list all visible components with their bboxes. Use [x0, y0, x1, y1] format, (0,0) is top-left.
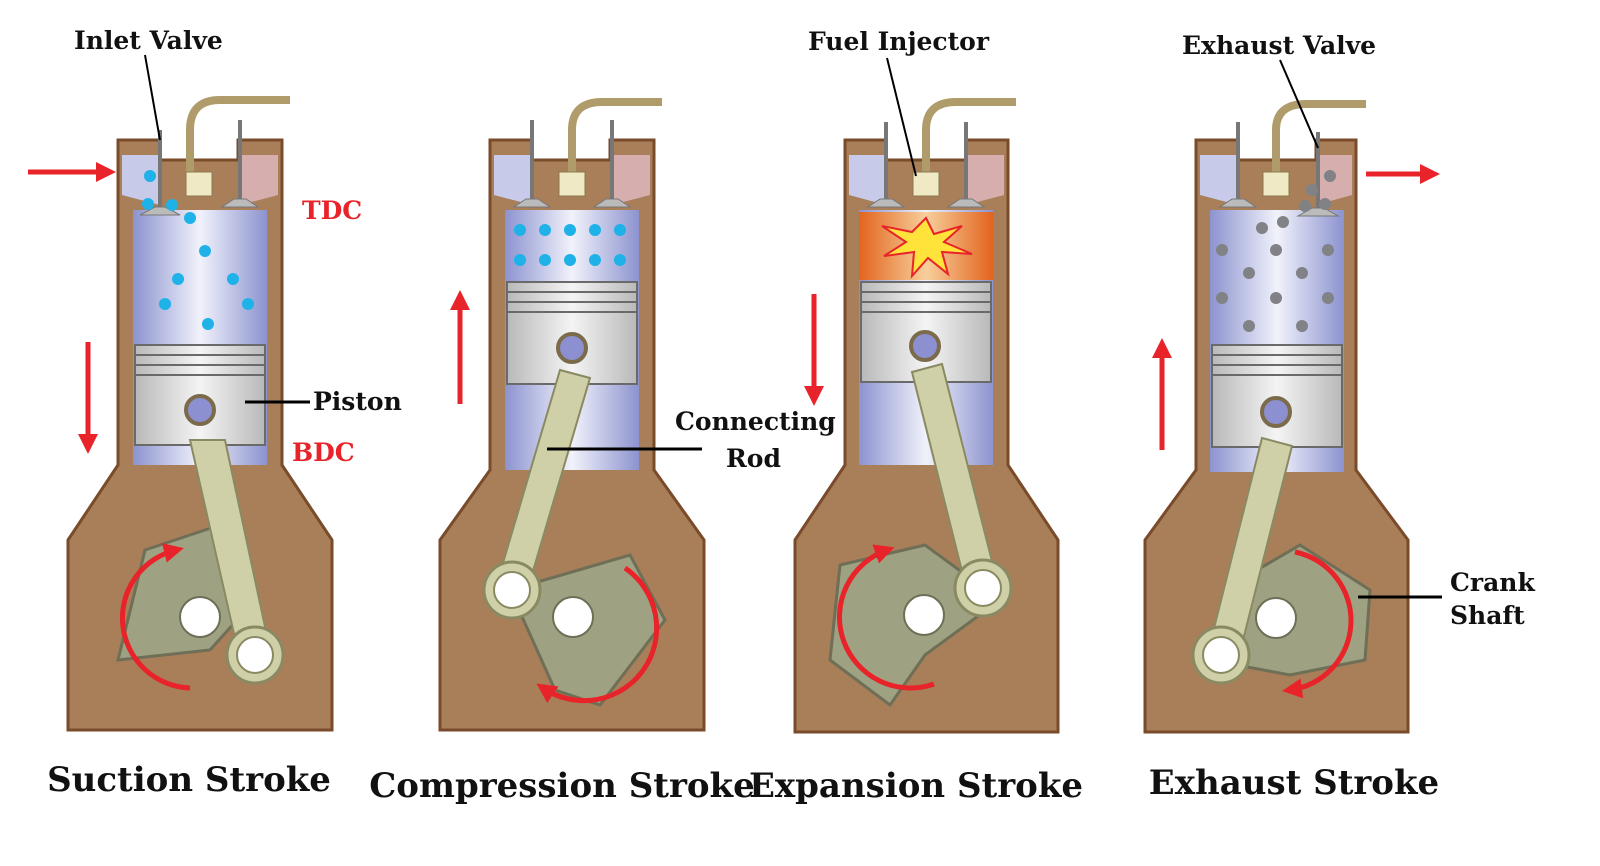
wrist-pin — [556, 332, 588, 364]
fuel-injector — [186, 96, 290, 180]
main-journal — [179, 596, 221, 638]
crank-shaft-label-line2: Shaft — [1450, 601, 1525, 630]
compression-stroke-title: Compression Stroke — [369, 766, 755, 806]
connecting-rod-label-line2: Rod — [726, 444, 781, 473]
rotation-arrow — [120, 543, 191, 691]
main-journal — [552, 596, 594, 638]
exhaust-port — [612, 155, 650, 205]
piston-label: Piston — [313, 387, 402, 416]
air-particles — [142, 170, 254, 330]
bdc-label: BDC — [292, 438, 355, 467]
wrist-pin — [184, 394, 216, 426]
exhaust-port — [966, 155, 1004, 205]
exhaust-valve-label: Exhaust Valve — [1182, 31, 1376, 60]
main-journal — [1255, 597, 1297, 639]
explosion-burst — [881, 216, 973, 279]
tdc-label: TDC — [302, 196, 362, 225]
connecting-rod-label-line1: Connecting — [675, 407, 836, 436]
wrist-pin — [909, 330, 941, 362]
suction-stroke-title: Suction Stroke — [47, 760, 331, 800]
engine-compression — [438, 98, 706, 732]
inlet-valve-label: Inlet Valve — [74, 26, 223, 55]
rotation-arrow — [536, 565, 660, 704]
engine-expansion — [793, 98, 1060, 734]
air-particles — [514, 224, 626, 266]
piston — [1211, 344, 1343, 448]
engine-suction — [28, 96, 334, 732]
intake-port — [1200, 155, 1238, 205]
leader-lines — [144, 54, 1442, 599]
fuel-injector — [922, 98, 1016, 180]
wrist-pin — [1260, 396, 1292, 428]
main-journal — [903, 594, 945, 636]
fuel-injector — [568, 98, 662, 180]
fuel-injector-leader — [886, 57, 917, 177]
crank-shaft-label-line1: Crank — [1450, 568, 1535, 597]
rotation-arrow — [837, 544, 935, 691]
fuel-injector-label: Fuel Injector — [808, 27, 990, 56]
intake-port — [849, 155, 886, 205]
exhaust-stroke-title: Exhaust Stroke — [1149, 763, 1439, 803]
exhaust-port — [240, 155, 278, 205]
expansion-stroke-title: Expansion Stroke — [749, 766, 1083, 806]
engine-exhaust — [1143, 100, 1440, 734]
exhaust-particles — [1216, 170, 1336, 332]
intake-port — [494, 155, 532, 205]
intake-port — [122, 155, 160, 205]
exhaust-valve-leader — [1279, 59, 1319, 149]
rotation-arrow — [1282, 549, 1354, 699]
inlet-valve-leader — [144, 54, 161, 141]
fuel-injector — [1272, 100, 1366, 180]
